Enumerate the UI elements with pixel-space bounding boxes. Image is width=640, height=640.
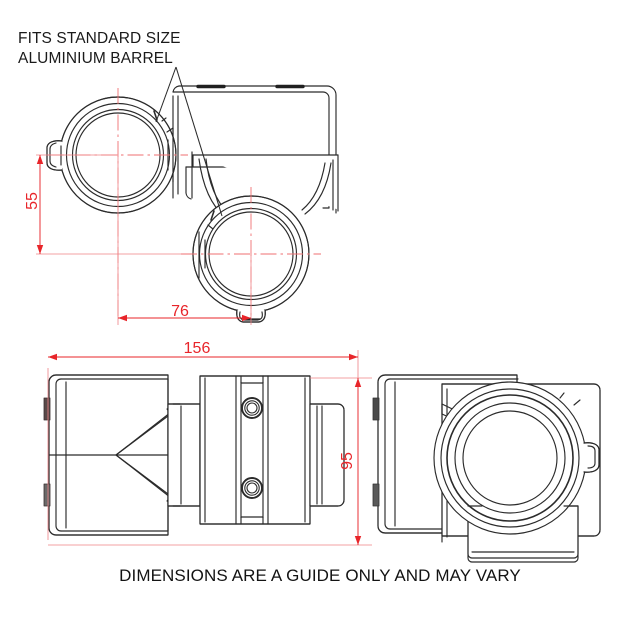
front-left-tab-bottom	[43, 483, 51, 507]
front-elevation	[43, 374, 345, 536]
dimension-label-76: 76	[171, 303, 189, 320]
front-left-housing	[43, 374, 169, 536]
leader-line-lower-right-clamp-ring	[175, 66, 223, 217]
front-left-tab-top	[43, 397, 51, 421]
front-screw-holes	[241, 397, 263, 499]
dimension-95	[48, 377, 372, 546]
screw-hole-bottom	[241, 477, 263, 499]
screw-hole-top	[241, 397, 263, 419]
front-middle-collar	[167, 403, 201, 507]
callout-note-line-1: FITS STANDARD SIZE	[18, 30, 181, 47]
footer-disclaimer: DIMENSIONS ARE A GUIDE ONLY AND MAY VARY	[119, 566, 521, 585]
dimension-label-55: 55	[24, 192, 41, 210]
dimension-label-95: 95	[339, 452, 356, 470]
callout-note-line-2: ALUMINIUM BARREL	[18, 50, 173, 67]
side-elevation	[372, 374, 601, 563]
dimension-label-156: 156	[183, 340, 211, 357]
side-left-tab-top	[372, 397, 380, 421]
side-barrel-rings	[433, 381, 600, 535]
dimension-55	[36, 154, 181, 255]
leader-line-upper-left-clamp-ring	[155, 66, 177, 123]
front-clamp-block	[199, 375, 311, 525]
side-left-tab-bottom	[372, 483, 380, 507]
callout-leader-lines	[155, 66, 223, 217]
dimension-156	[47, 350, 359, 540]
dimension-76	[117, 155, 252, 325]
front-right-collar	[309, 403, 345, 507]
